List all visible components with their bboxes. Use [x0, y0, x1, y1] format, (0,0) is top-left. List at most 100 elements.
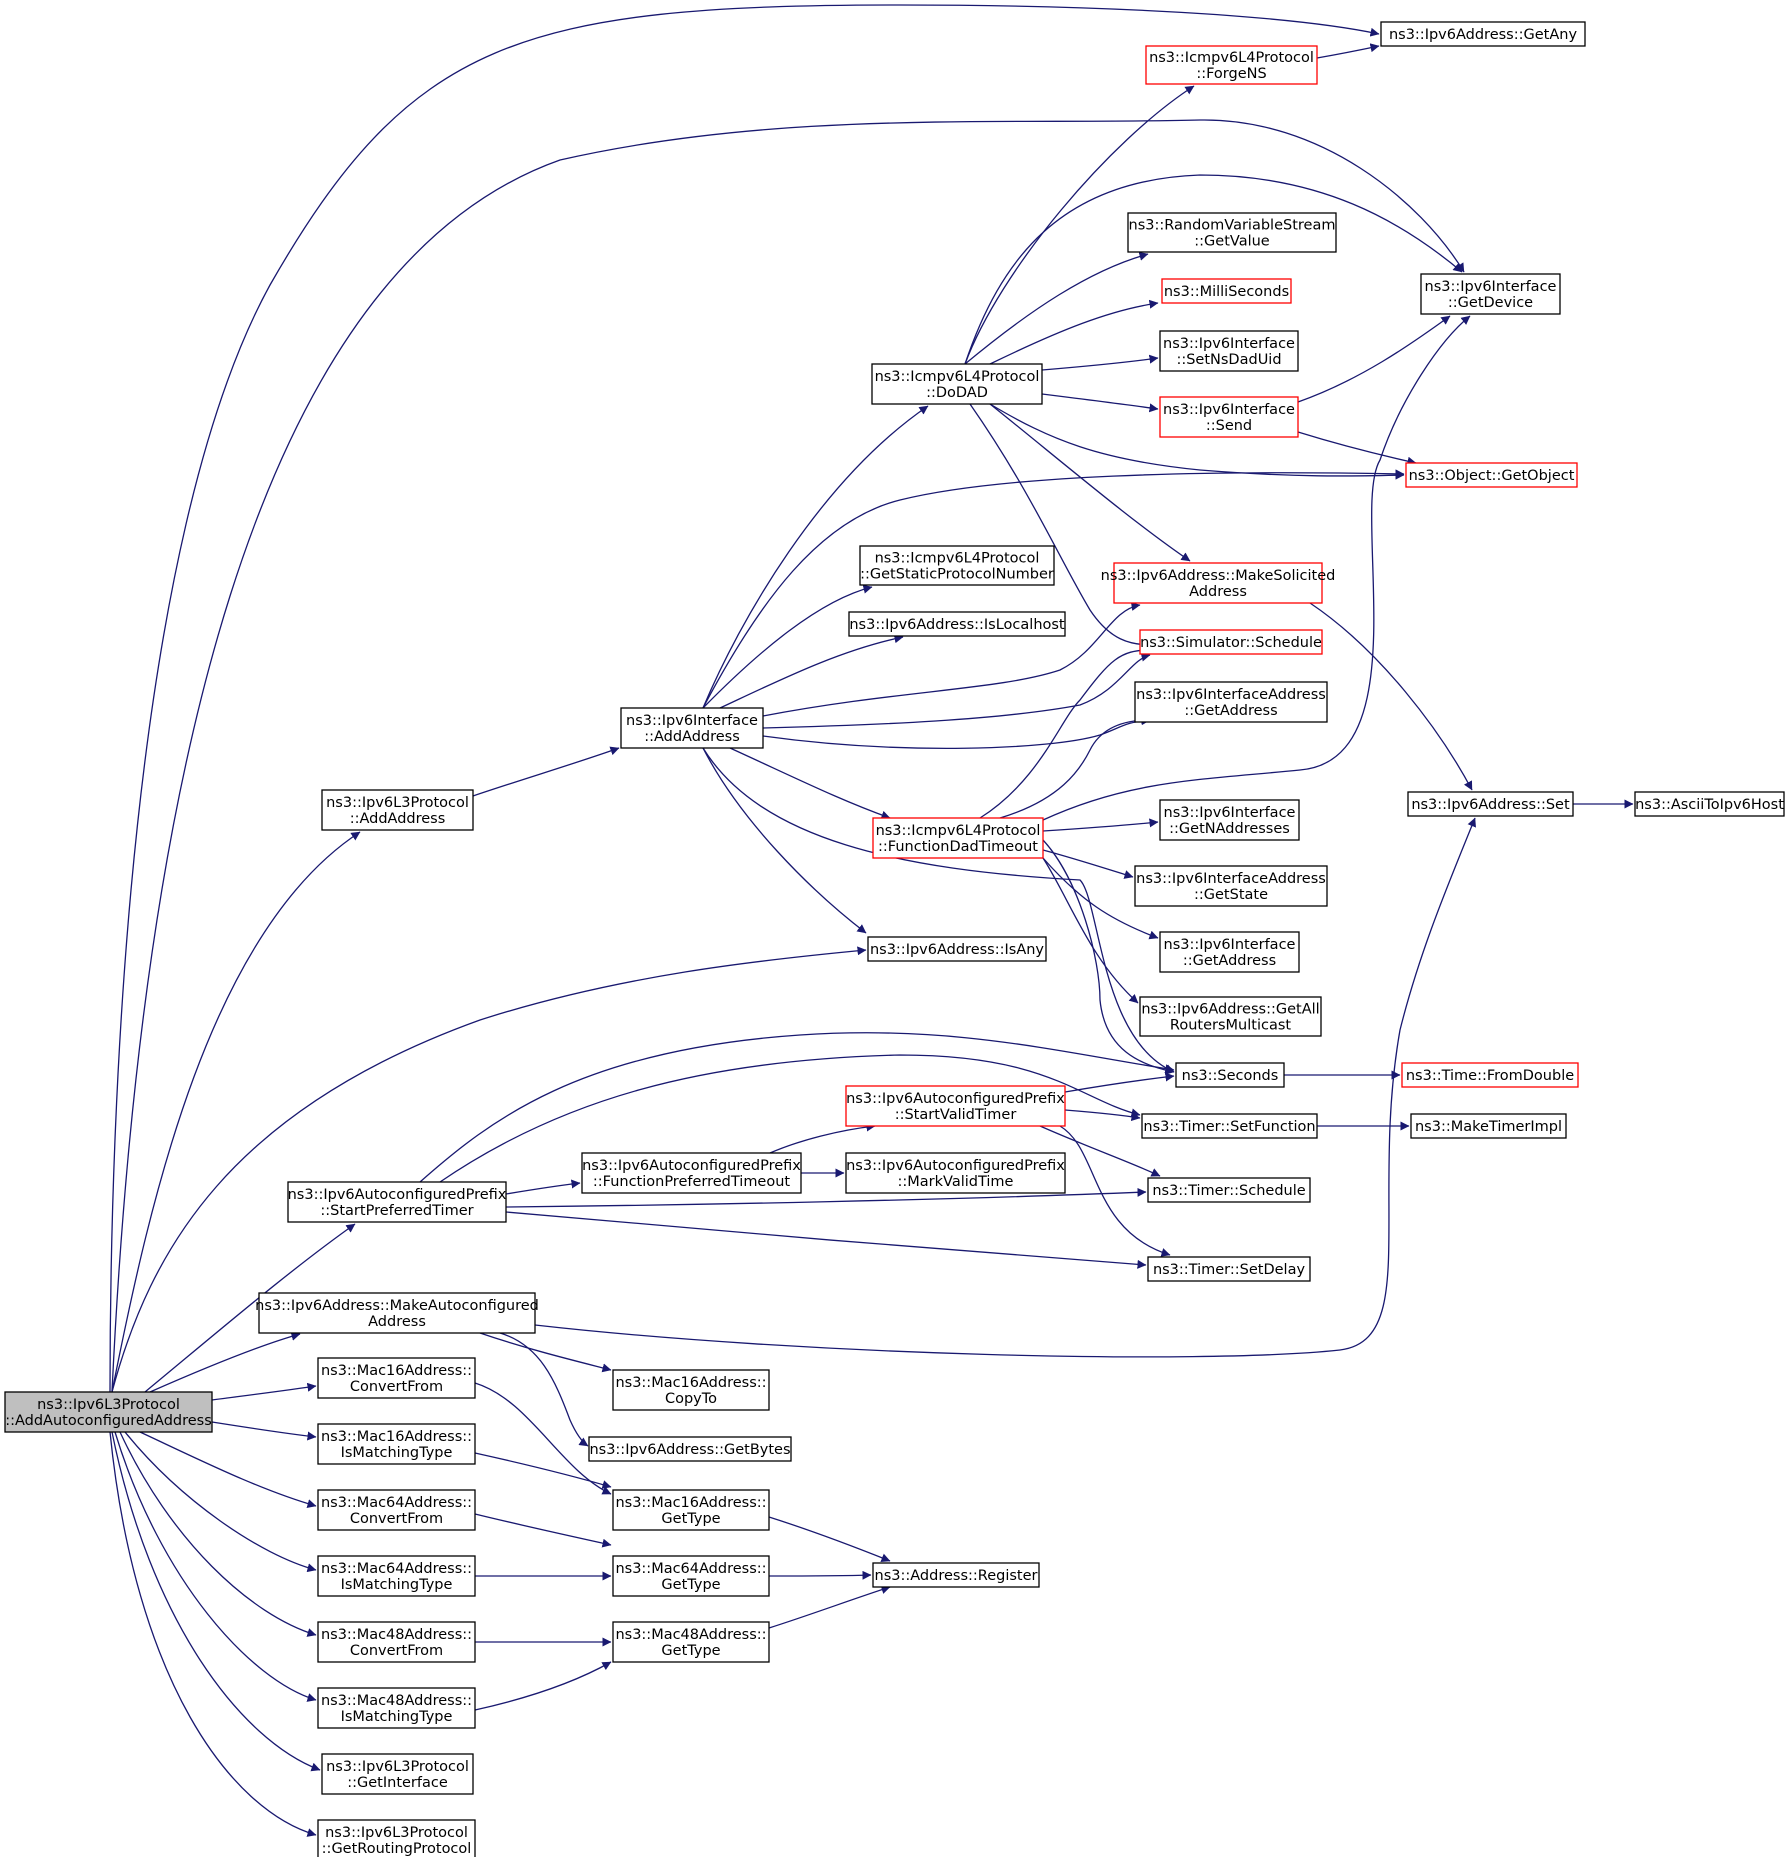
- node-forgens[interactable]: ns3::Icmpv6L4Protocol::ForgeNS: [1145, 45, 1318, 85]
- node-funcpreftimeout[interactable]: ns3::Ipv6AutoconfiguredPrefix::FunctionP…: [581, 1152, 802, 1194]
- node-label: ns3::Timer::Schedule: [1152, 1183, 1305, 1199]
- node-root[interactable]: ns3::Ipv6L3Protocol::AddAutoconfiguredAd…: [4, 1391, 213, 1433]
- node-l3-addaddr[interactable]: ns3::Ipv6L3Protocol::AddAddress: [321, 789, 474, 831]
- node-label: ns3::Icmpv6L4Protocol: [875, 551, 1040, 567]
- call-edge: [1041, 354, 1159, 371]
- node-mac16-convertfrom[interactable]: ns3::Mac16Address::ConvertFrom: [317, 1357, 476, 1399]
- node-box: [581, 1152, 802, 1194]
- call-edge: [474, 1661, 612, 1711]
- node-getnaddresses[interactable]: ns3::Ipv6Interface::GetNAddresses: [1159, 799, 1300, 841]
- node-label: ns3::Icmpv6L4Protocol: [876, 823, 1041, 839]
- node-markvalidtime[interactable]: ns3::Ipv6AutoconfiguredPrefix::MarkValid…: [845, 1152, 1066, 1194]
- node-timer-setfunction[interactable]: ns3::Timer::SetFunction: [1141, 1113, 1318, 1139]
- node-getobject[interactable]: ns3::Object::GetObject: [1405, 462, 1578, 488]
- node-l3-getinterface[interactable]: ns3::Ipv6L3Protocol::GetInterface: [321, 1753, 474, 1795]
- node-ifaddr-getaddress[interactable]: ns3::Ipv6InterfaceAddress::GetAddress: [1134, 681, 1328, 723]
- node-dodad[interactable]: ns3::Icmpv6L4Protocol::DoDAD: [871, 363, 1043, 405]
- node-box: [258, 1292, 536, 1334]
- node-startvalidtimer[interactable]: ns3::Ipv6AutoconfiguredPrefix::StartVali…: [845, 1085, 1066, 1127]
- node-label: ns3::Seconds: [1182, 1068, 1279, 1084]
- node-label: ns3::Address::Register: [875, 1568, 1038, 1584]
- node-label: ::GetValue: [1194, 234, 1270, 250]
- node-label: ::Send: [1206, 418, 1252, 434]
- node-mac16-gettype[interactable]: ns3::Mac16Address::GetType: [612, 1489, 770, 1531]
- node-box: [1139, 996, 1322, 1037]
- call-edge: [111, 119, 1465, 1393]
- node-funcdadtimeout[interactable]: ns3::Icmpv6L4Protocol::FunctionDadTimeou…: [872, 817, 1044, 859]
- node-seconds[interactable]: ns3::Seconds: [1175, 1062, 1285, 1088]
- node-label: ns3::Ipv6Address::GetAny: [1389, 27, 1577, 43]
- node-millis[interactable]: ns3::MilliSeconds: [1161, 278, 1292, 304]
- node-if-addaddr[interactable]: ns3::Ipv6Interface::AddAddress: [620, 707, 764, 749]
- node-box: [1420, 273, 1561, 315]
- node-label: ns3::Ipv6Address::MakeSolicited: [1101, 568, 1336, 584]
- node-label: ns3::Ipv6Interface: [1164, 805, 1296, 821]
- node-box: [872, 1562, 1040, 1588]
- call-edge: [979, 645, 1151, 819]
- call-edge: [768, 1516, 891, 1563]
- node-mac48-ismatching[interactable]: ns3::Mac48Address::IsMatchingType: [317, 1687, 476, 1729]
- node-ifaddr-getstate[interactable]: ns3::Ipv6InterfaceAddress::GetState: [1134, 865, 1328, 907]
- node-addr-set[interactable]: ns3::Ipv6Address::Set: [1407, 791, 1574, 817]
- node-fromdouble[interactable]: ns3::Time::FromDouble: [1401, 1062, 1579, 1088]
- node-box: [1410, 1113, 1567, 1139]
- node-mac16-copyto[interactable]: ns3::Mac16Address::CopyTo: [612, 1369, 770, 1411]
- node-getstaticproto[interactable]: ns3::Icmpv6L4Protocol::GetStaticProtocol…: [859, 545, 1055, 586]
- node-label: ::GetNAddresses: [1169, 821, 1290, 837]
- node-box: [317, 1357, 476, 1399]
- node-label: ::GetRoutingProtocol: [322, 1841, 472, 1857]
- call-edge: [211, 1382, 317, 1401]
- node-makeautoconf[interactable]: ns3::Ipv6Address::MakeAutoconfiguredAddr…: [255, 1292, 539, 1334]
- node-if-getdevice[interactable]: ns3::Ipv6Interface::GetDevice: [1420, 273, 1561, 315]
- node-addr-register[interactable]: ns3::Address::Register: [872, 1562, 1040, 1588]
- node-getany[interactable]: ns3::Ipv6Address::GetAny: [1380, 21, 1586, 47]
- node-timer-schedule[interactable]: ns3::Timer::Schedule: [1147, 1177, 1311, 1203]
- call-edge: [144, 1223, 356, 1393]
- call-edge: [702, 747, 867, 934]
- node-box: [317, 1423, 476, 1465]
- node-startpreftimer[interactable]: ns3::Ipv6AutoconfiguredPrefix::StartPref…: [287, 1181, 507, 1223]
- node-setnsdaduid[interactable]: ns3::Ipv6Interface::SetNsDadUid: [1159, 330, 1299, 372]
- call-edge: [474, 1513, 612, 1548]
- node-label: ns3::Ipv6L3Protocol: [325, 1825, 468, 1841]
- call-edge: [111, 946, 867, 1393]
- node-sim-schedule[interactable]: ns3::Simulator::Schedule: [1139, 629, 1323, 655]
- node-l3-getrouting[interactable]: ns3::Ipv6L3Protocol::GetRoutingProtocol: [317, 1819, 476, 1857]
- node-if-getaddress[interactable]: ns3::Ipv6Interface::GetAddress: [1159, 931, 1300, 973]
- node-box: [1401, 1062, 1579, 1088]
- node-islocalhost[interactable]: ns3::Ipv6Address::IsLocalhost: [848, 611, 1066, 637]
- node-mac64-convertfrom[interactable]: ns3::Mac64Address::ConvertFrom: [317, 1489, 476, 1531]
- node-label: ns3::Ipv6L3Protocol: [326, 1759, 469, 1775]
- node-label: ::FunctionPreferredTimeout: [593, 1174, 791, 1190]
- node-rvs-getvalue[interactable]: ns3::RandomVariableStream::GetValue: [1127, 212, 1337, 253]
- call-edge: [989, 403, 1405, 480]
- node-label: ns3::Ipv6Address::IsAny: [870, 942, 1044, 958]
- call-edge: [211, 1421, 317, 1441]
- node-box: [4, 1391, 213, 1433]
- node-mac16-ismatching[interactable]: ns3::Mac16Address::IsMatchingType: [317, 1423, 476, 1465]
- node-mac64-ismatching[interactable]: ns3::Mac64Address::IsMatchingType: [317, 1555, 476, 1597]
- node-label: ns3::Ipv6AutoconfiguredPrefix: [846, 1158, 1065, 1174]
- node-label: Address: [368, 1314, 426, 1330]
- node-asciitoipv6[interactable]: ns3::AsciiToIpv6Host: [1634, 791, 1785, 817]
- node-box: [872, 817, 1044, 859]
- node-timer-setdelay[interactable]: ns3::Timer::SetDelay: [1147, 1256, 1311, 1282]
- node-label: ns3::Ipv6Interface: [1164, 937, 1296, 953]
- node-mac64-gettype[interactable]: ns3::Mac64Address::GetType: [612, 1555, 770, 1597]
- node-box: [612, 1489, 770, 1531]
- node-getbytes[interactable]: ns3::Ipv6Address::GetBytes: [588, 1436, 792, 1462]
- node-maketimerimpl[interactable]: ns3::MakeTimerImpl: [1410, 1113, 1567, 1139]
- node-label: ::GetDevice: [1448, 295, 1533, 311]
- node-mac48-gettype[interactable]: ns3::Mac48Address::GetType: [612, 1621, 770, 1663]
- node-box: [317, 1489, 476, 1531]
- node-isany[interactable]: ns3::Ipv6Address::IsAny: [867, 936, 1047, 962]
- call-edge: [762, 601, 1141, 717]
- node-label: ::DoDAD: [926, 385, 988, 401]
- node-box: [1405, 462, 1578, 488]
- node-mac48-convertfrom[interactable]: ns3::Mac48Address::ConvertFrom: [317, 1621, 476, 1663]
- call-edge: [474, 1452, 612, 1489]
- node-label: ns3::Mac48Address::: [321, 1693, 472, 1709]
- node-if-send[interactable]: ns3::Ipv6Interface::Send: [1159, 396, 1299, 438]
